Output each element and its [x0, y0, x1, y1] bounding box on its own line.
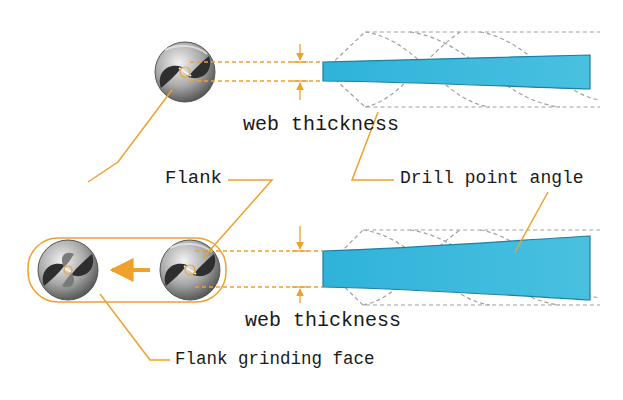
leader-line [88, 90, 548, 360]
grouping-outline [28, 238, 226, 302]
drill-end-view [155, 42, 215, 102]
projection-lines [190, 44, 323, 100]
web-section [323, 55, 590, 89]
dimension-label: web thickness [245, 309, 401, 332]
dimension-label: web thickness [243, 113, 399, 136]
web-section [323, 236, 590, 300]
direction-arrow [112, 268, 150, 272]
part-label: Flank grinding face [175, 349, 375, 369]
projection-lines [195, 226, 323, 303]
part-label: Flank [165, 168, 222, 190]
drill-end-view [38, 240, 98, 300]
part-label: Drill point angle [400, 168, 584, 189]
